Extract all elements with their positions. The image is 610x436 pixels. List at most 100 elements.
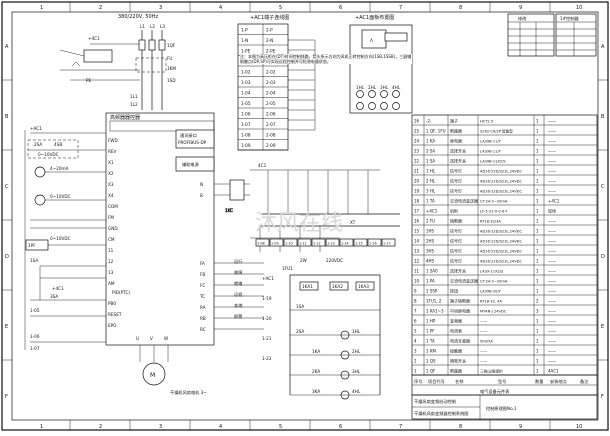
parts-cell: CT-2A 0~20mA <box>480 200 508 204</box>
pin-label: GND <box>108 226 118 231</box>
parts-cell: +4C1 <box>548 199 560 204</box>
parts-cell: 机柜 <box>450 208 458 214</box>
mode-label: 就绪 <box>234 280 242 287</box>
parts-cell: -2- <box>426 119 432 124</box>
parts-cell: 三相/过载保护 <box>480 369 503 374</box>
parts-cell: 1 SSP <box>426 289 438 294</box>
parts-cell: —— <box>548 149 556 154</box>
pin-label: X2 <box>108 171 114 176</box>
parts-cell: —— <box>548 129 556 134</box>
ctrl-label: 1KA <box>312 349 320 354</box>
col-num: 5 <box>279 424 282 430</box>
parts-cell: LA39B-20/Y <box>480 290 502 294</box>
parts-cell: 2HS <box>426 239 435 244</box>
parts-cell: —— <box>548 269 556 274</box>
relay-terminal: 1-09 <box>271 242 279 246</box>
pin-label: RA <box>200 305 206 310</box>
bus-label: XT <box>350 220 356 225</box>
parts-cell: S262-C6/2P 智能型 <box>480 129 513 134</box>
terminal-right-cell: 2-05 <box>266 101 276 106</box>
left-label: 0~10VDC <box>50 236 71 241</box>
parts-cell: 3 HL <box>426 189 436 194</box>
parts-cell: 12 <box>414 259 420 264</box>
parts-cell: 20 <box>414 179 420 184</box>
ctrl-label: 220VDC <box>326 258 343 263</box>
parts-cell: —— <box>548 169 556 174</box>
mini-table: 1#控制器 <box>555 13 597 57</box>
parts-cell: 信号灯 <box>450 238 462 244</box>
parts-cell: —— <box>480 360 488 364</box>
parts-cell: LA39-11X2/S <box>480 270 504 274</box>
relay-terminal: 1-10 <box>285 242 293 246</box>
ctrl-label: 3HL <box>352 369 361 374</box>
parts-cell: AD16-22D/S23L,24VDC <box>480 230 522 234</box>
panel-label: 1HL <box>356 85 365 90</box>
comm-port-box <box>175 129 215 149</box>
row-letter: E <box>601 324 604 330</box>
panel-note-container: 注：本图为高压柜在(DT)时间控制线路，箭头所示方向为风机正转控制方向(1SB,… <box>240 54 412 64</box>
parts-cell: —— <box>480 320 488 324</box>
parts-cell: 1 <box>536 269 539 274</box>
parts-cell: 10 <box>414 279 420 284</box>
revision-table: 修改 <box>507 13 555 57</box>
parts-cell: 1 <box>536 279 539 284</box>
parts-cell: 25 <box>414 129 420 134</box>
lamp-icon <box>368 90 376 98</box>
parts-cell: 1 <box>536 189 539 194</box>
parts-cell: 4 <box>414 339 417 344</box>
parts-cell: —— <box>548 259 556 264</box>
pin-label: 13 <box>108 270 114 275</box>
parts-cell: 21 <box>414 169 420 174</box>
panel-layout: +AC1面板布置图 Λ 1HL 2HL 3HL 4HL <box>349 14 413 114</box>
contactor-label: 1KM <box>167 66 176 71</box>
ctrl-label: 1KA3 <box>358 284 369 289</box>
relay-terminal: 1-12 <box>313 242 321 246</box>
pin-label: X4 <box>108 193 114 198</box>
terminal-l3: L3 <box>160 24 165 29</box>
relay-terminal: 1-17 <box>383 242 391 246</box>
parts-cell: —— <box>548 239 556 244</box>
pin-label: FA <box>200 261 205 266</box>
terminal-left-cell: 1-07 <box>241 122 251 127</box>
parts-cell: 1 <box>536 339 539 344</box>
parts-cell: 1 KM <box>426 349 436 354</box>
parts-cell: 6 <box>414 319 417 324</box>
panel-note: 注：本图为高压柜在(DT)时间控制线路，箭头所示方向为风机正转控制方向(1SB,… <box>240 54 412 64</box>
parts-cell: 断路器 <box>450 128 462 134</box>
parts-cell: 1 <box>536 219 539 224</box>
meter-window <box>361 29 387 49</box>
parts-cell: 1 <box>536 319 539 324</box>
pin-label: 11 <box>108 248 114 253</box>
fuse-symbol <box>158 39 166 51</box>
drawing-name: 控制原理图No.1 <box>486 405 517 412</box>
pe-label: PE <box>86 78 92 83</box>
terminal-left-cell: 1-04 <box>241 91 251 96</box>
parts-cell: 信号灯 <box>450 258 462 264</box>
col-num: 8 <box>459 424 462 430</box>
signal-lamps <box>340 330 350 400</box>
parts-cell: LF-5-22-0-0-6-T <box>480 210 508 214</box>
row-letter: A <box>601 44 605 50</box>
row-letter: F <box>601 394 604 400</box>
parts-cell: —— <box>548 309 556 314</box>
parts-cell: 1 HL <box>426 169 436 174</box>
col-num: 4 <box>219 5 222 11</box>
relay-terminal: 1-08 <box>257 242 265 246</box>
meter-glyph: Λ <box>370 38 373 43</box>
parts-cell: 1 <box>536 329 539 334</box>
parts-cell: +4C1 <box>426 209 438 214</box>
ctrl-label: 1HL <box>352 329 361 334</box>
relay-terminal: 1-16 <box>369 242 377 246</box>
row-letter: B <box>5 114 9 120</box>
comm-port-title: 通讯接口 <box>180 132 197 139</box>
parts-cell: 信号灯 <box>450 168 462 174</box>
parts-cell: 电流表 <box>450 328 462 334</box>
parts-footer: 序号 项目代号 名称 型号 数量 安装地点 备注 电气设备元件表 <box>411 374 598 396</box>
parts-cell: —— <box>548 289 556 294</box>
parts-cell: 3 <box>536 309 539 314</box>
terminal-right-cell: 2-P <box>266 28 273 33</box>
parts-cell: 1 <box>536 239 539 244</box>
